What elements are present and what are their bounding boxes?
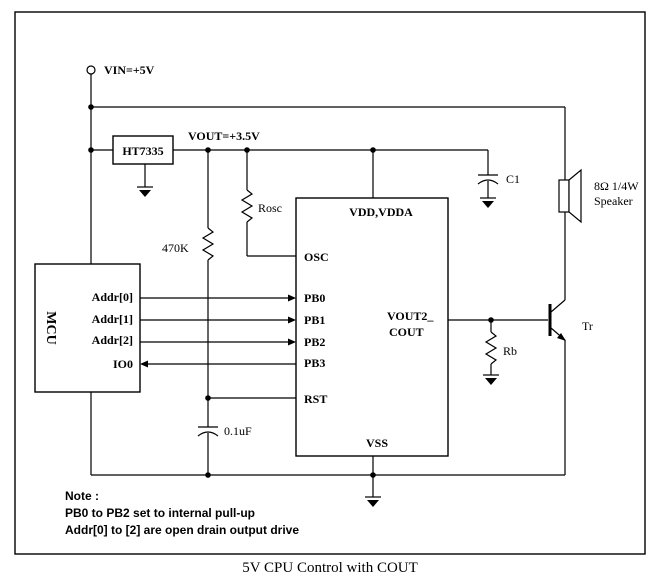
vout-label: VOUT=+3.5V	[188, 129, 260, 143]
resistor-rosc	[240, 189, 254, 223]
resistor-470k	[201, 227, 215, 261]
mcu-pin-io0: IO0	[113, 357, 133, 371]
mcu-pin-addr0: Addr[0]	[92, 290, 133, 304]
note-line-2: Addr[0] to [2] are open drain output dri…	[65, 523, 299, 537]
junction-dots	[88, 104, 494, 478]
speaker-icon	[558, 168, 582, 224]
chip-pin-osc: OSC	[304, 250, 329, 264]
resistor-rb	[484, 331, 498, 365]
c1-label: C1	[506, 172, 520, 186]
vin-label: VIN=+5V	[104, 63, 155, 77]
chip-pin-pb3: PB3	[304, 356, 325, 370]
vin-terminal	[86, 65, 96, 75]
speaker-label-2: Speaker	[594, 194, 633, 208]
note-line-1: PB0 to PB2 set to internal pull-up	[65, 506, 255, 520]
transistor-tr	[548, 212, 566, 475]
speaker-label-1: 8Ω 1/4W	[594, 179, 639, 193]
chip-pin-pb1: PB1	[304, 313, 325, 327]
chip-output-label-2: COUT	[389, 325, 424, 339]
mcu-block	[34, 263, 141, 393]
ground-icon	[483, 374, 499, 385]
mcu-pin-addr1: Addr[1]	[92, 312, 133, 326]
ground-icon	[365, 496, 381, 507]
chip-power-label: VDD,VDDA	[349, 205, 413, 219]
capacitor-0-1uf	[197, 426, 219, 475]
tr-label: Tr	[582, 319, 593, 333]
rosc-label: Rosc	[258, 201, 282, 215]
chip-output-label-1: VOUT2_	[387, 309, 434, 323]
chip-pin-rst: RST	[304, 392, 327, 406]
r470k-label: 470K	[162, 241, 189, 255]
mcu-label: MCU	[43, 311, 58, 344]
signal-io0	[140, 360, 296, 368]
chip-pin-pb0: PB0	[304, 291, 325, 305]
rb-label: Rb	[503, 344, 517, 358]
c01-label: 0.1uF	[224, 424, 252, 438]
mcu-pin-addr2: Addr[2]	[92, 333, 133, 347]
signal-addr0	[140, 294, 296, 302]
controller-chip	[295, 197, 449, 457]
signal-addr2	[140, 338, 296, 346]
figure-caption: 5V CPU Control with COUT	[242, 560, 418, 576]
regulator-ht7335	[112, 135, 174, 165]
note-title: Note :	[65, 489, 99, 503]
capacitor-c1	[477, 174, 499, 208]
ground-icon	[137, 186, 153, 197]
regulator-label: HT7335	[122, 144, 163, 158]
signal-addr1	[140, 316, 296, 324]
chip-pin-pb2: PB2	[304, 335, 325, 349]
diagram-frame	[14, 11, 646, 555]
chip-ground-label: VSS	[366, 436, 388, 450]
